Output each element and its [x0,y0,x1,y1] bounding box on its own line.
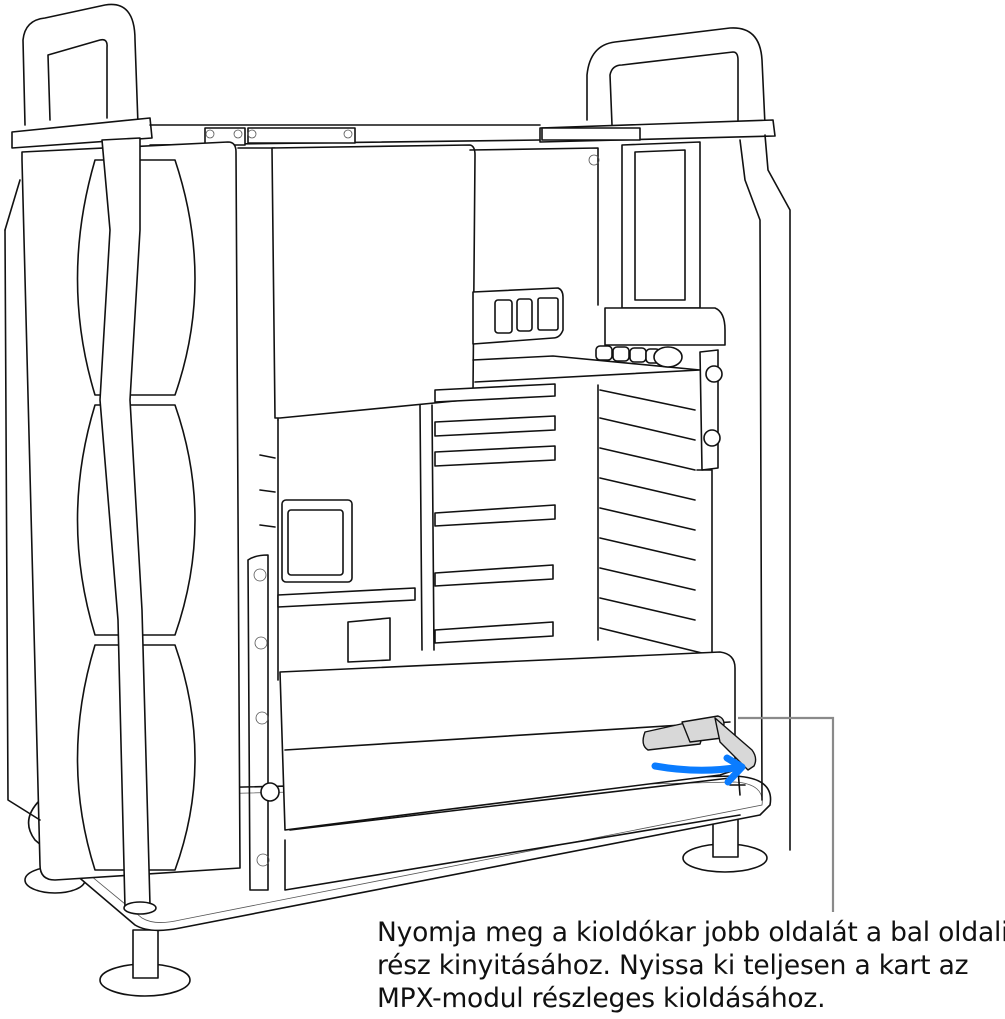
caption-line-1: Nyomja meg a kioldókar jobb oldalát a ba… [377,917,1005,948]
bracket-column [595,141,726,661]
left-handle [11,3,153,149]
mpx-module [260,651,741,891]
figure-caption: Nyomja meg a kioldókar jobb oldalát a ba… [377,916,1005,1015]
rotation-arrow [651,754,746,786]
caption-line-3: MPX-modul részleges kioldásához. [377,983,826,1014]
callout-line [738,716,835,912]
caption-line-2: rész kinyitásához. Nyissa ki teljesen a … [377,950,969,981]
upper-module [237,144,701,421]
release-lever [642,715,757,796]
logic-board [247,383,556,891]
fan-housing [4,137,241,915]
top-rail [149,124,641,146]
